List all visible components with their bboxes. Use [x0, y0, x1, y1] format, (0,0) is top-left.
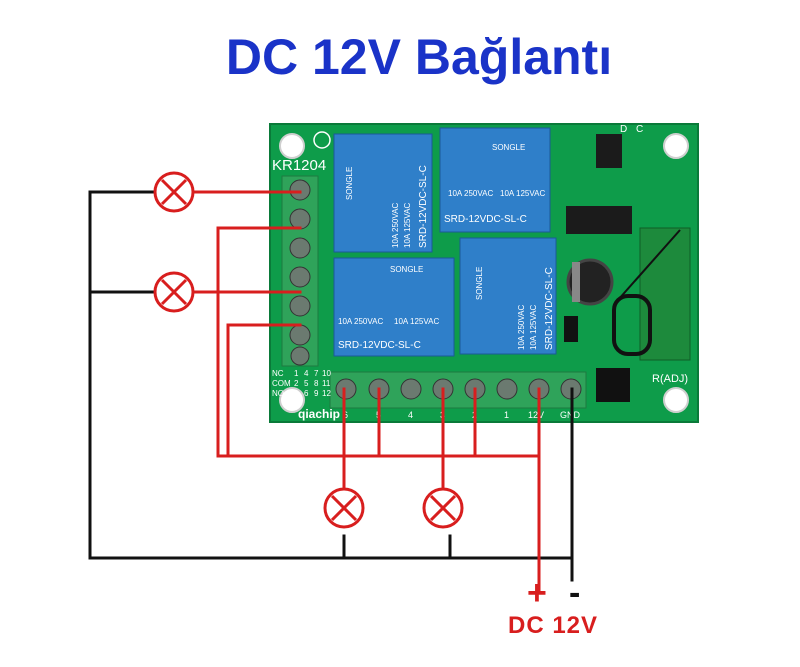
wires — [88, 190, 574, 592]
mount-hole — [279, 387, 305, 413]
relay-4: SONGLE 10A 250VAC 10A 125VAC SRD-12VDC-S… — [459, 237, 557, 355]
svg-text:10: 10 — [322, 369, 331, 378]
svg-text:GND: GND — [560, 410, 581, 420]
svg-text:10A 125VAC: 10A 125VAC — [394, 317, 439, 326]
svg-text:1: 1 — [294, 369, 299, 378]
svg-text:10A 125VAC: 10A 125VAC — [403, 203, 412, 248]
svg-text:8: 8 — [314, 379, 319, 388]
svg-text:9: 9 — [314, 389, 319, 398]
svg-text:7: 7 — [314, 369, 319, 378]
svg-text:2: 2 — [294, 379, 299, 388]
svg-text:SRD-12VDC-SL-C: SRD-12VDC-SL-C — [444, 214, 527, 225]
svg-text:SRD-12VDC-SL-C: SRD-12VDC-SL-C — [338, 340, 421, 351]
svg-text:NO: NO — [272, 389, 284, 398]
relay-1: SONGLE 10A 250VAC 10A 125VAC SRD-12VDC-S… — [333, 133, 433, 253]
left-screw-terminals — [289, 179, 311, 366]
svg-text:C: C — [636, 124, 643, 135]
mount-hole — [663, 133, 689, 159]
svg-text:10A 125VAC: 10A 125VAC — [500, 189, 545, 198]
svg-text:SRD-12VDC-SL-C: SRD-12VDC-SL-C — [418, 165, 429, 248]
svg-text:11: 11 — [322, 379, 331, 388]
svg-text:10A 250VAC: 10A 250VAC — [517, 305, 526, 350]
svg-text:10A 125VAC: 10A 125VAC — [529, 305, 538, 350]
negative-terminal-label: - — [569, 574, 581, 612]
mount-hole — [663, 387, 689, 413]
svg-text:NC: NC — [272, 369, 284, 378]
svg-text:1: 1 — [504, 410, 509, 420]
svg-text:6: 6 — [304, 389, 309, 398]
lamp-icon — [422, 487, 464, 529]
svg-text:6: 6 — [343, 410, 348, 420]
svg-text:SRD-12VDC-SL-C: SRD-12VDC-SL-C — [544, 267, 555, 350]
pin-table: NC COM NO 1 4 7 10 2 5 8 11 3 6 9 12 — [272, 369, 331, 398]
corner-label: R(ADJ) — [652, 373, 688, 385]
board-brand: qiachip — [298, 407, 340, 421]
svg-text:5: 5 — [304, 379, 309, 388]
svg-text:SONGLE: SONGLE — [345, 167, 354, 200]
board-model: KR1204 — [272, 157, 326, 174]
relay-3: SONGLE 10A 250VAC 10A 125VAC SRD-12VDC-S… — [333, 257, 455, 357]
svg-text:4: 4 — [304, 369, 309, 378]
svg-text:4: 4 — [408, 410, 413, 420]
svg-text:10A 250VAC: 10A 250VAC — [338, 317, 383, 326]
svg-text:COM: COM — [272, 379, 291, 388]
svg-text:D: D — [620, 124, 627, 135]
mount-hole — [279, 133, 305, 159]
svg-text:SONGLE: SONGLE — [492, 143, 525, 152]
page-title: DC 12V Bağlantı — [225, 29, 613, 85]
relay-2: SONGLE 10A 250VAC 10A 125VAC SRD-12VDC-S… — [439, 127, 551, 233]
svg-text:10A 250VAC: 10A 250VAC — [391, 203, 400, 248]
power-label: DC 12V — [508, 612, 599, 639]
lamp-icon — [153, 171, 195, 213]
svg-text:SONGLE: SONGLE — [390, 265, 423, 274]
relay-board: KR1204 qiachip R(ADJ) D C 6 — [269, 123, 699, 423]
svg-text:10A 250VAC: 10A 250VAC — [448, 189, 493, 198]
lamp-icon — [153, 271, 195, 313]
positive-terminal-label: + — [527, 574, 547, 612]
svg-text:12: 12 — [322, 389, 331, 398]
push-button — [596, 368, 630, 402]
antenna-coil-icon — [612, 229, 681, 356]
ic-chip — [566, 206, 632, 234]
svg-text:3: 3 — [294, 389, 299, 398]
svg-text:12V: 12V — [528, 410, 544, 420]
svg-text:SONGLE: SONGLE — [475, 267, 484, 300]
lamp-icon — [323, 487, 365, 529]
